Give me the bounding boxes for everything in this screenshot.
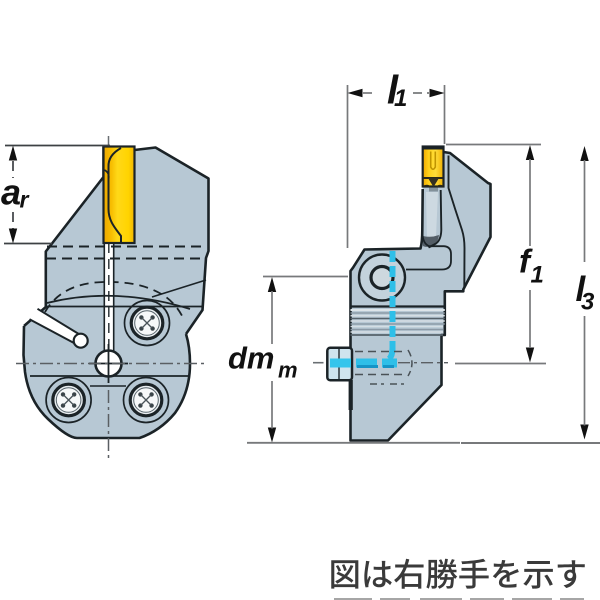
svg-text:1: 1 [531,262,544,289]
svg-text:f: f [519,243,533,280]
svg-text:dm: dm [228,341,275,376]
svg-text:r: r [20,187,30,213]
svg-text:1: 1 [394,85,407,112]
svg-text:l: l [576,270,587,309]
svg-text:3: 3 [581,289,595,316]
svg-text:l: l [387,69,399,113]
svg-text:a: a [1,172,21,213]
svg-text:m: m [278,358,298,383]
